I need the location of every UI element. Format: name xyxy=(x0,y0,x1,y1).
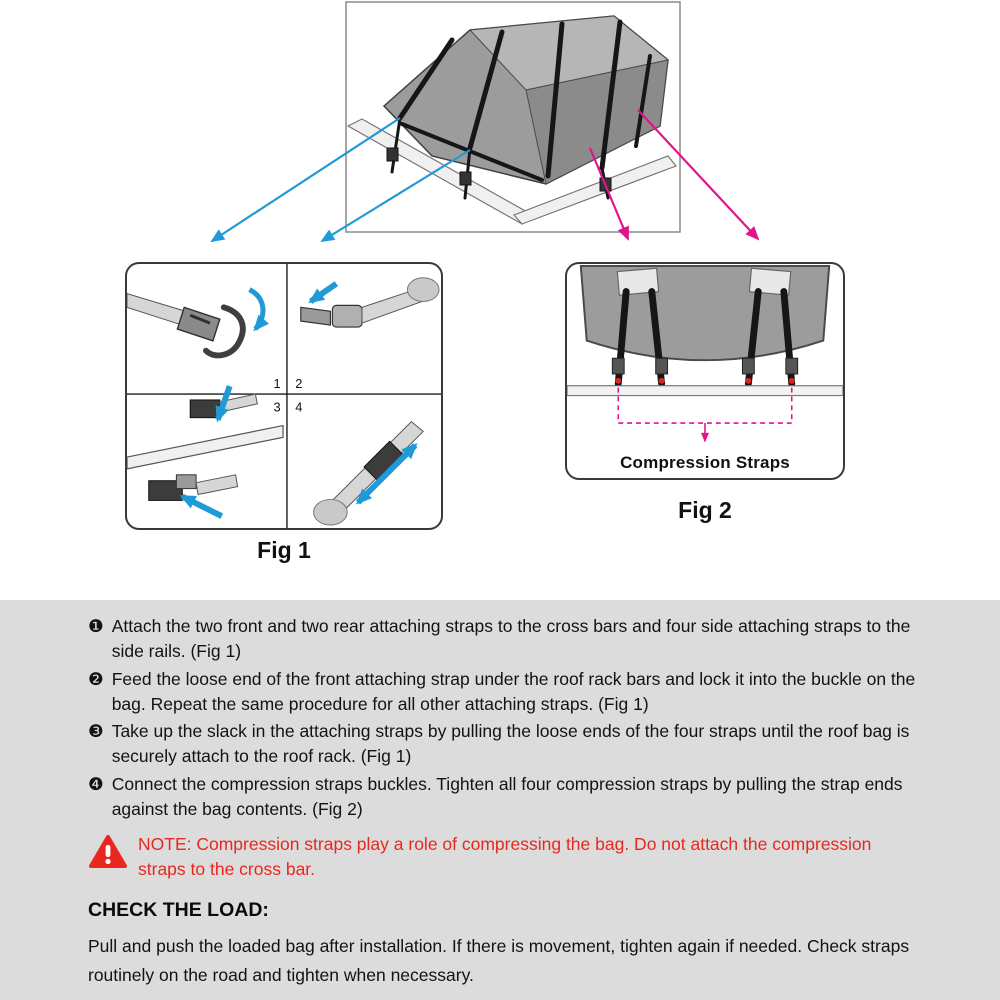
strap-end-dots xyxy=(615,377,795,384)
q2-side-release-buckle xyxy=(300,277,440,328)
instruction-step-1: ❶ Attach the two front and two rear atta… xyxy=(88,614,930,664)
fig2-panel: Compression Straps xyxy=(565,262,845,480)
warning-icon xyxy=(88,832,128,875)
step-1-number-icon: ❶ xyxy=(88,616,104,636)
fig1-panel: 1 2 3 4 xyxy=(125,262,443,530)
fig2-callout-arrows xyxy=(588,109,760,241)
q1-cam-buckle xyxy=(127,287,269,359)
q3-rail-buckle xyxy=(127,385,284,519)
svg-text:3: 3 xyxy=(274,400,281,415)
fig1-diagram: 1 2 3 4 xyxy=(127,264,441,528)
fig2-caption: Fig 2 xyxy=(678,497,732,523)
hand-shape xyxy=(313,498,348,526)
step-3-text: Take up the slack in the attaching strap… xyxy=(111,721,910,767)
step-2-text: Feed the loose end of the front attachin… xyxy=(111,668,916,714)
q4-pull-strap xyxy=(313,420,424,526)
fig1-caption: Fig 1 xyxy=(257,537,311,563)
check-load-heading: CHECK THE LOAD: xyxy=(88,899,269,922)
attaching-straps xyxy=(390,19,652,200)
hand-shape xyxy=(406,277,440,302)
warning-note: NOTE: Compression straps play a role of … xyxy=(88,832,930,882)
step-4-number-icon: ❹ xyxy=(88,774,104,795)
step-4-text: Connect the compression straps buckles. … xyxy=(111,774,903,819)
svg-text:2: 2 xyxy=(295,376,302,391)
fig2-diagram xyxy=(567,264,843,443)
svg-text:4: 4 xyxy=(295,400,302,415)
step-2-number-icon: ❷ xyxy=(88,668,104,689)
fig1-callout-arrows xyxy=(210,117,471,243)
roof-line xyxy=(567,385,843,397)
step-1-text: Attach the two front and two rear attach… xyxy=(111,616,911,661)
svg-text:1: 1 xyxy=(274,376,281,391)
check-load-text: Pull and push the loaded bag after insta… xyxy=(88,936,910,986)
step-3-number-icon: ❸ xyxy=(88,721,104,742)
compression-straps-label: Compression Straps xyxy=(620,453,790,472)
overview-illustration xyxy=(210,1,760,243)
instruction-step-3: ❸ Take up the slack in the attaching str… xyxy=(88,719,930,769)
quadrant-numbers: 1 2 3 4 xyxy=(274,376,303,415)
warning-note-text: NOTE: Compression straps play a role of … xyxy=(138,833,872,879)
instruction-step-2: ❷ Feed the loose end of the front attach… xyxy=(88,667,930,717)
instruction-step-4: ❹ Connect the compression straps buckles… xyxy=(88,772,930,822)
cargo-bag-illustration xyxy=(382,15,670,185)
instructions-section: ❶ Attach the two front and two rear atta… xyxy=(0,600,1000,1000)
compression-strap-buckles xyxy=(611,357,799,375)
